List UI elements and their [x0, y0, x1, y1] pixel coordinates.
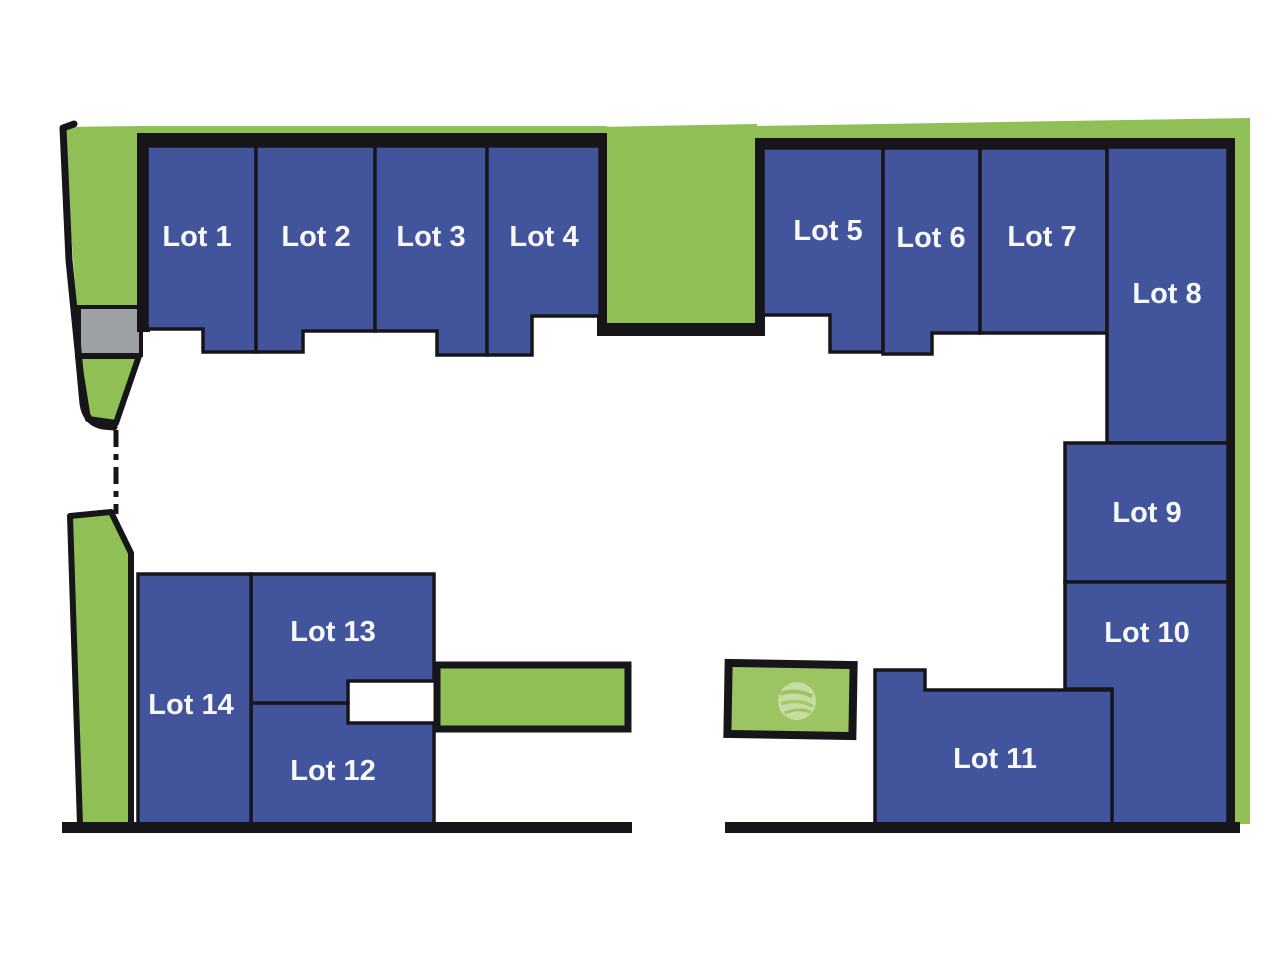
lot-5-shape	[761, 146, 885, 354]
lot-8-label: Lot 8	[1132, 278, 1201, 310]
border-gap-bottom	[597, 323, 765, 336]
greenspace-corridor-bar	[433, 661, 632, 733]
globe-swirl-watermark-icon	[777, 682, 816, 721]
lot-13-label: Lot 13	[290, 616, 375, 648]
driveway-gray-pad	[77, 305, 143, 357]
border-left-lot-5	[755, 138, 765, 336]
border-right-lot-4	[597, 133, 607, 328]
lot-10-label: Lot 10	[1104, 617, 1189, 649]
lot-3-label: Lot 3	[396, 221, 465, 253]
lot-12-label: Lot 12	[290, 755, 375, 787]
greenspace-left-lower-strip	[67, 509, 134, 828]
lot-14-label: Lot 14	[148, 689, 233, 721]
logo-panel	[723, 658, 858, 741]
greenspace-center-gap	[598, 124, 757, 332]
street-line-left	[62, 822, 632, 833]
border-top-lots-1-4	[137, 133, 607, 147]
lot-1-label: Lot 1	[162, 221, 231, 253]
boundary-line-upper-left	[59, 120, 118, 431]
lot-9-label: Lot 9	[1112, 497, 1181, 529]
street-line-right	[725, 822, 1240, 833]
lot-6-label: Lot 6	[896, 222, 965, 254]
lot-4-label: Lot 4	[509, 221, 578, 253]
greenspace-left-upper	[63, 126, 142, 310]
border-top-lots-5-8	[755, 138, 1234, 149]
lot-4-shape	[485, 144, 602, 357]
lot-11-label: Lot 11	[953, 743, 1037, 775]
lot-7-label: Lot 7	[1007, 221, 1076, 253]
lot-2-label: Lot 2	[281, 221, 350, 253]
lot-5-label: Lot 5	[793, 215, 862, 247]
border-right-lots-8-9-10	[1226, 138, 1235, 829]
